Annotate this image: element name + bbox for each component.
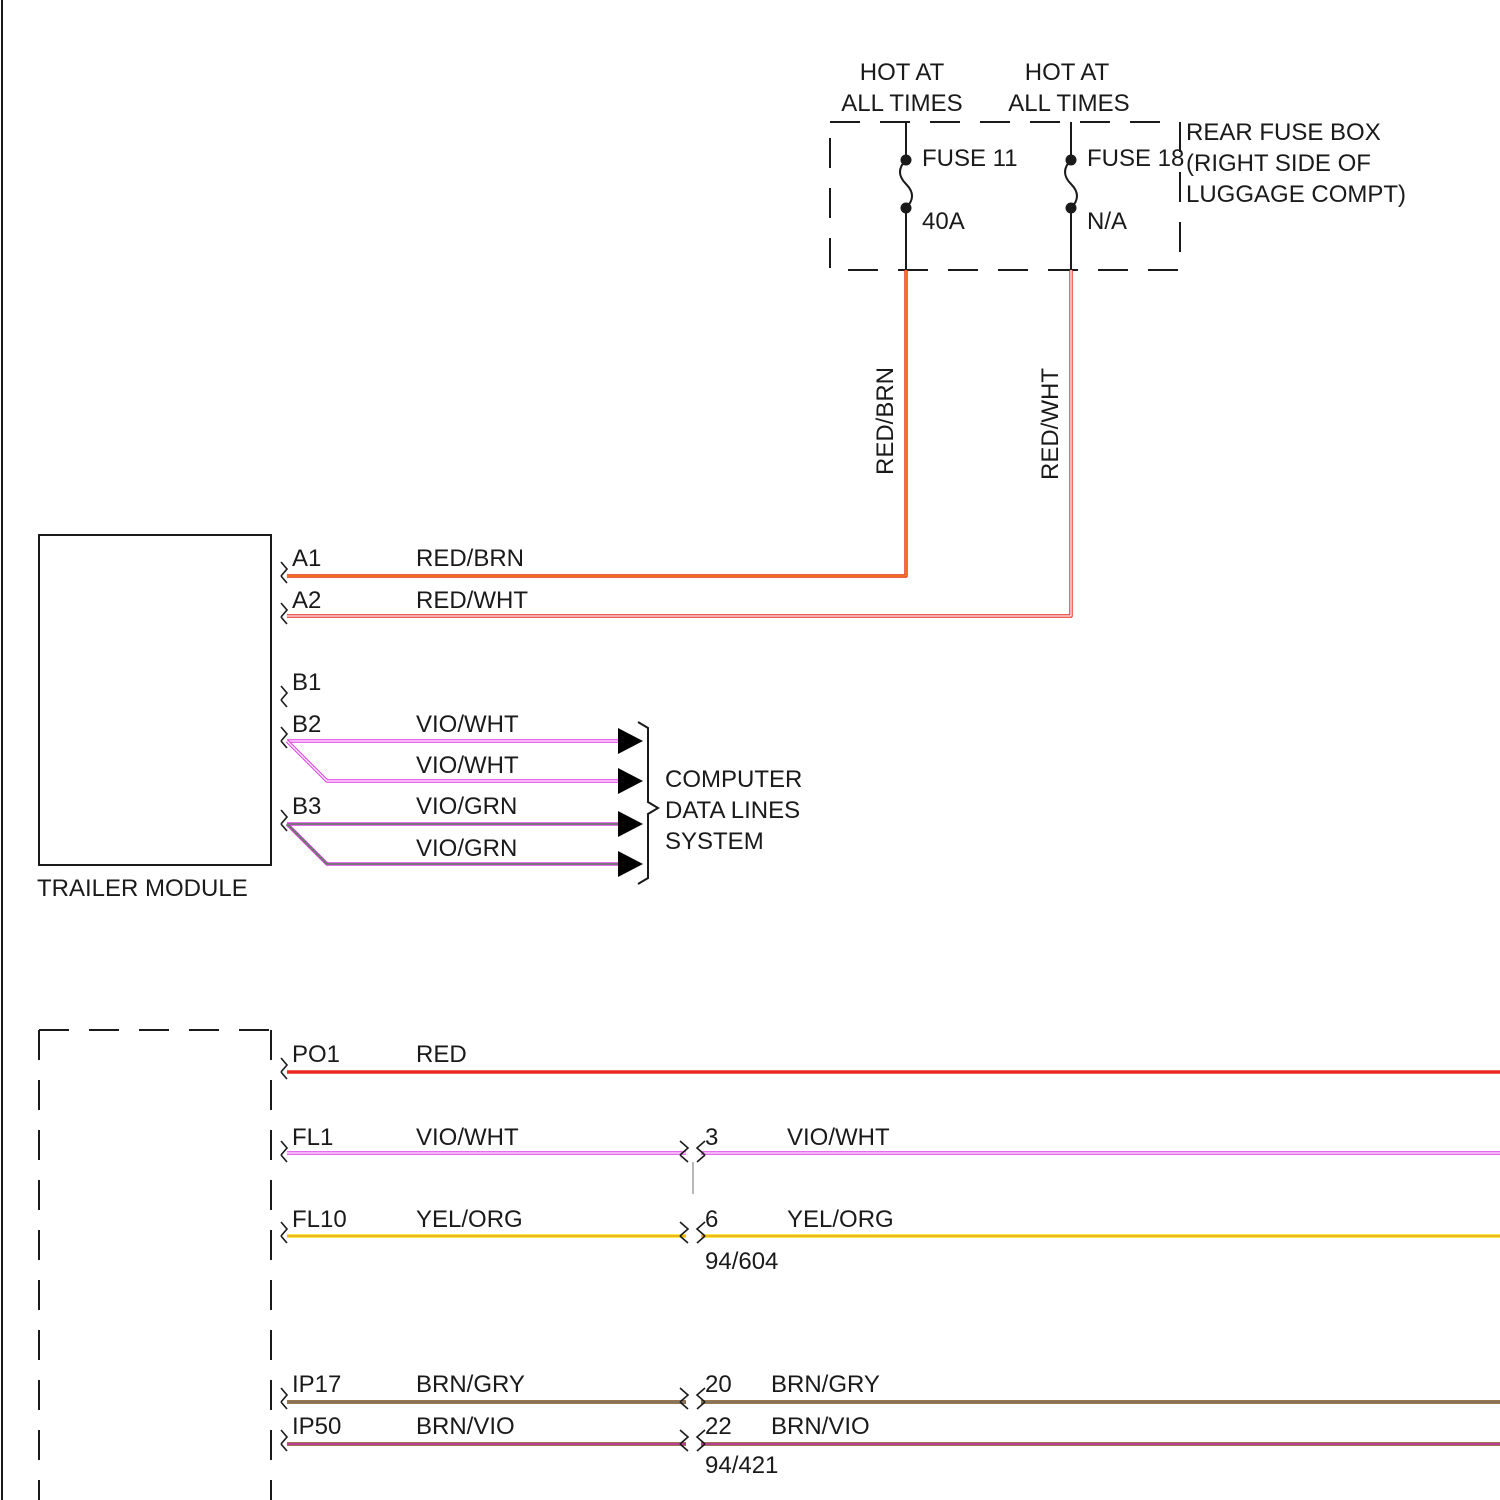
trailer-module-box bbox=[39, 535, 271, 865]
pin-fl1: FL1 bbox=[292, 1124, 333, 1151]
connector-fl1 bbox=[281, 1141, 287, 1162]
wire-label-a2: RED/WHT bbox=[416, 587, 528, 614]
pin-b1: B1 bbox=[292, 669, 321, 696]
wire-label-fl1: VIO/WHT bbox=[416, 1124, 519, 1151]
wire-red-brn bbox=[287, 270, 906, 576]
fuse-11-symbol bbox=[900, 122, 912, 270]
connector-94-604-wire-3: VIO/WHT bbox=[787, 1124, 890, 1151]
connector-94-421-wire-22: BRN/VIO bbox=[771, 1413, 870, 1440]
connector-ip17 bbox=[281, 1388, 287, 1409]
data-lines-label-line1: COMPUTER bbox=[665, 766, 802, 793]
rear-fuse-box: HOT AT ALL TIMES HOT AT ALL TIMES REAR F… bbox=[830, 59, 1406, 270]
fuse-11-hot-line2: ALL TIMES bbox=[841, 90, 962, 117]
lower-component: PO1 FL1 FL10 IP17 IP50 RED VIO/WHT YEL/O… bbox=[39, 1030, 525, 1500]
wire-label-b2-lower: VIO/WHT bbox=[416, 752, 519, 779]
wire-label-b2-upper: VIO/WHT bbox=[416, 711, 519, 738]
fuse-box-label-line2: (RIGHT SIDE OF bbox=[1186, 150, 1371, 177]
inline-connector-94-604: 3 6 VIO/WHT YEL/ORG 94/604 bbox=[680, 1124, 894, 1275]
arrow-b3-lower bbox=[618, 851, 643, 877]
fuse-18-name: FUSE 18 bbox=[1087, 145, 1184, 172]
connector-94-604-wire-6: YEL/ORG bbox=[787, 1206, 894, 1233]
connector-94-604-pin-6: 6 bbox=[705, 1206, 718, 1233]
data-lines-label-line3: SYSTEM bbox=[665, 828, 764, 855]
pin-a2: A2 bbox=[292, 587, 321, 614]
pin-b3: B3 bbox=[292, 793, 321, 820]
connector-94-604-male-6 bbox=[697, 1222, 705, 1243]
fuse-box-label-line1: REAR FUSE BOX bbox=[1186, 119, 1381, 146]
pin-po1: PO1 bbox=[292, 1041, 340, 1068]
connector-94-421-pin-20: 20 bbox=[705, 1371, 732, 1398]
inline-connector-94-421: 20 22 BRN/GRY BRN/VIO 94/421 bbox=[680, 1371, 880, 1479]
data-lines-label-line2: DATA LINES bbox=[665, 797, 800, 824]
pin-ip17: IP17 bbox=[292, 1371, 341, 1398]
arrow-b2-lower bbox=[618, 768, 643, 794]
wire-label-b3-lower: VIO/GRN bbox=[416, 835, 517, 862]
connector-a1 bbox=[281, 562, 287, 583]
vertical-wire-red-brn-label: RED/BRN bbox=[872, 367, 899, 475]
connector-a2 bbox=[281, 603, 287, 624]
connector-fl10 bbox=[281, 1222, 287, 1243]
wire-label-fl10: YEL/ORG bbox=[416, 1206, 523, 1233]
wire-label-ip50: BRN/VIO bbox=[416, 1413, 515, 1440]
trailer-module: TRAILER MODULE A1 A2 B1 B2 B3 RED/BRN RE… bbox=[37, 535, 528, 902]
wire-red-wht bbox=[287, 270, 1071, 616]
trailer-module-label: TRAILER MODULE bbox=[37, 875, 248, 902]
connector-94-421-pin-22: 22 bbox=[705, 1413, 732, 1440]
fuse-11-name: FUSE 11 bbox=[922, 145, 1018, 172]
connector-94-604-id: 94/604 bbox=[705, 1248, 778, 1275]
fuse-18-hot-line1: HOT AT bbox=[1025, 59, 1110, 86]
connector-ip50 bbox=[281, 1430, 287, 1451]
fuse-18-rating: N/A bbox=[1087, 208, 1127, 235]
connector-94-604-female-6 bbox=[680, 1222, 688, 1243]
connector-94-421-id: 94/421 bbox=[705, 1452, 778, 1479]
vertical-wire-red-wht-label: RED/WHT bbox=[1037, 368, 1064, 480]
connector-b1 bbox=[281, 686, 287, 707]
connector-94-421-female-22 bbox=[680, 1430, 688, 1451]
fuse-box-label-line3: LUGGAGE COMPT) bbox=[1186, 181, 1406, 208]
connector-po1 bbox=[281, 1058, 287, 1079]
wire-label-b3-upper: VIO/GRN bbox=[416, 793, 517, 820]
connector-94-421-male-22 bbox=[697, 1430, 705, 1451]
pin-b2: B2 bbox=[292, 711, 321, 738]
pin-a1: A1 bbox=[292, 545, 321, 572]
fuse-11-rating: 40A bbox=[922, 208, 965, 235]
fuse-11-hot-line1: HOT AT bbox=[860, 59, 945, 86]
wire-label-po1: RED bbox=[416, 1041, 467, 1068]
pin-fl10: FL10 bbox=[292, 1206, 347, 1233]
wire-label-a1: RED/BRN bbox=[416, 545, 524, 572]
arrow-b3-upper bbox=[618, 811, 643, 837]
fuse-18-hot-line2: ALL TIMES bbox=[1008, 90, 1129, 117]
connector-94-421-male-20 bbox=[697, 1388, 705, 1409]
data-lines-brace bbox=[638, 722, 658, 884]
connector-94-604-pin-3: 3 bbox=[705, 1124, 718, 1151]
pin-ip50: IP50 bbox=[292, 1413, 341, 1440]
fuse-18-symbol bbox=[1065, 122, 1077, 270]
wire-label-ip17: BRN/GRY bbox=[416, 1371, 525, 1398]
arrow-b2-upper bbox=[618, 728, 643, 754]
connector-b3 bbox=[281, 810, 287, 831]
connector-94-421-wire-20: BRN/GRY bbox=[771, 1371, 880, 1398]
connector-94-421-female-20 bbox=[680, 1388, 688, 1409]
connector-b2 bbox=[281, 727, 287, 748]
